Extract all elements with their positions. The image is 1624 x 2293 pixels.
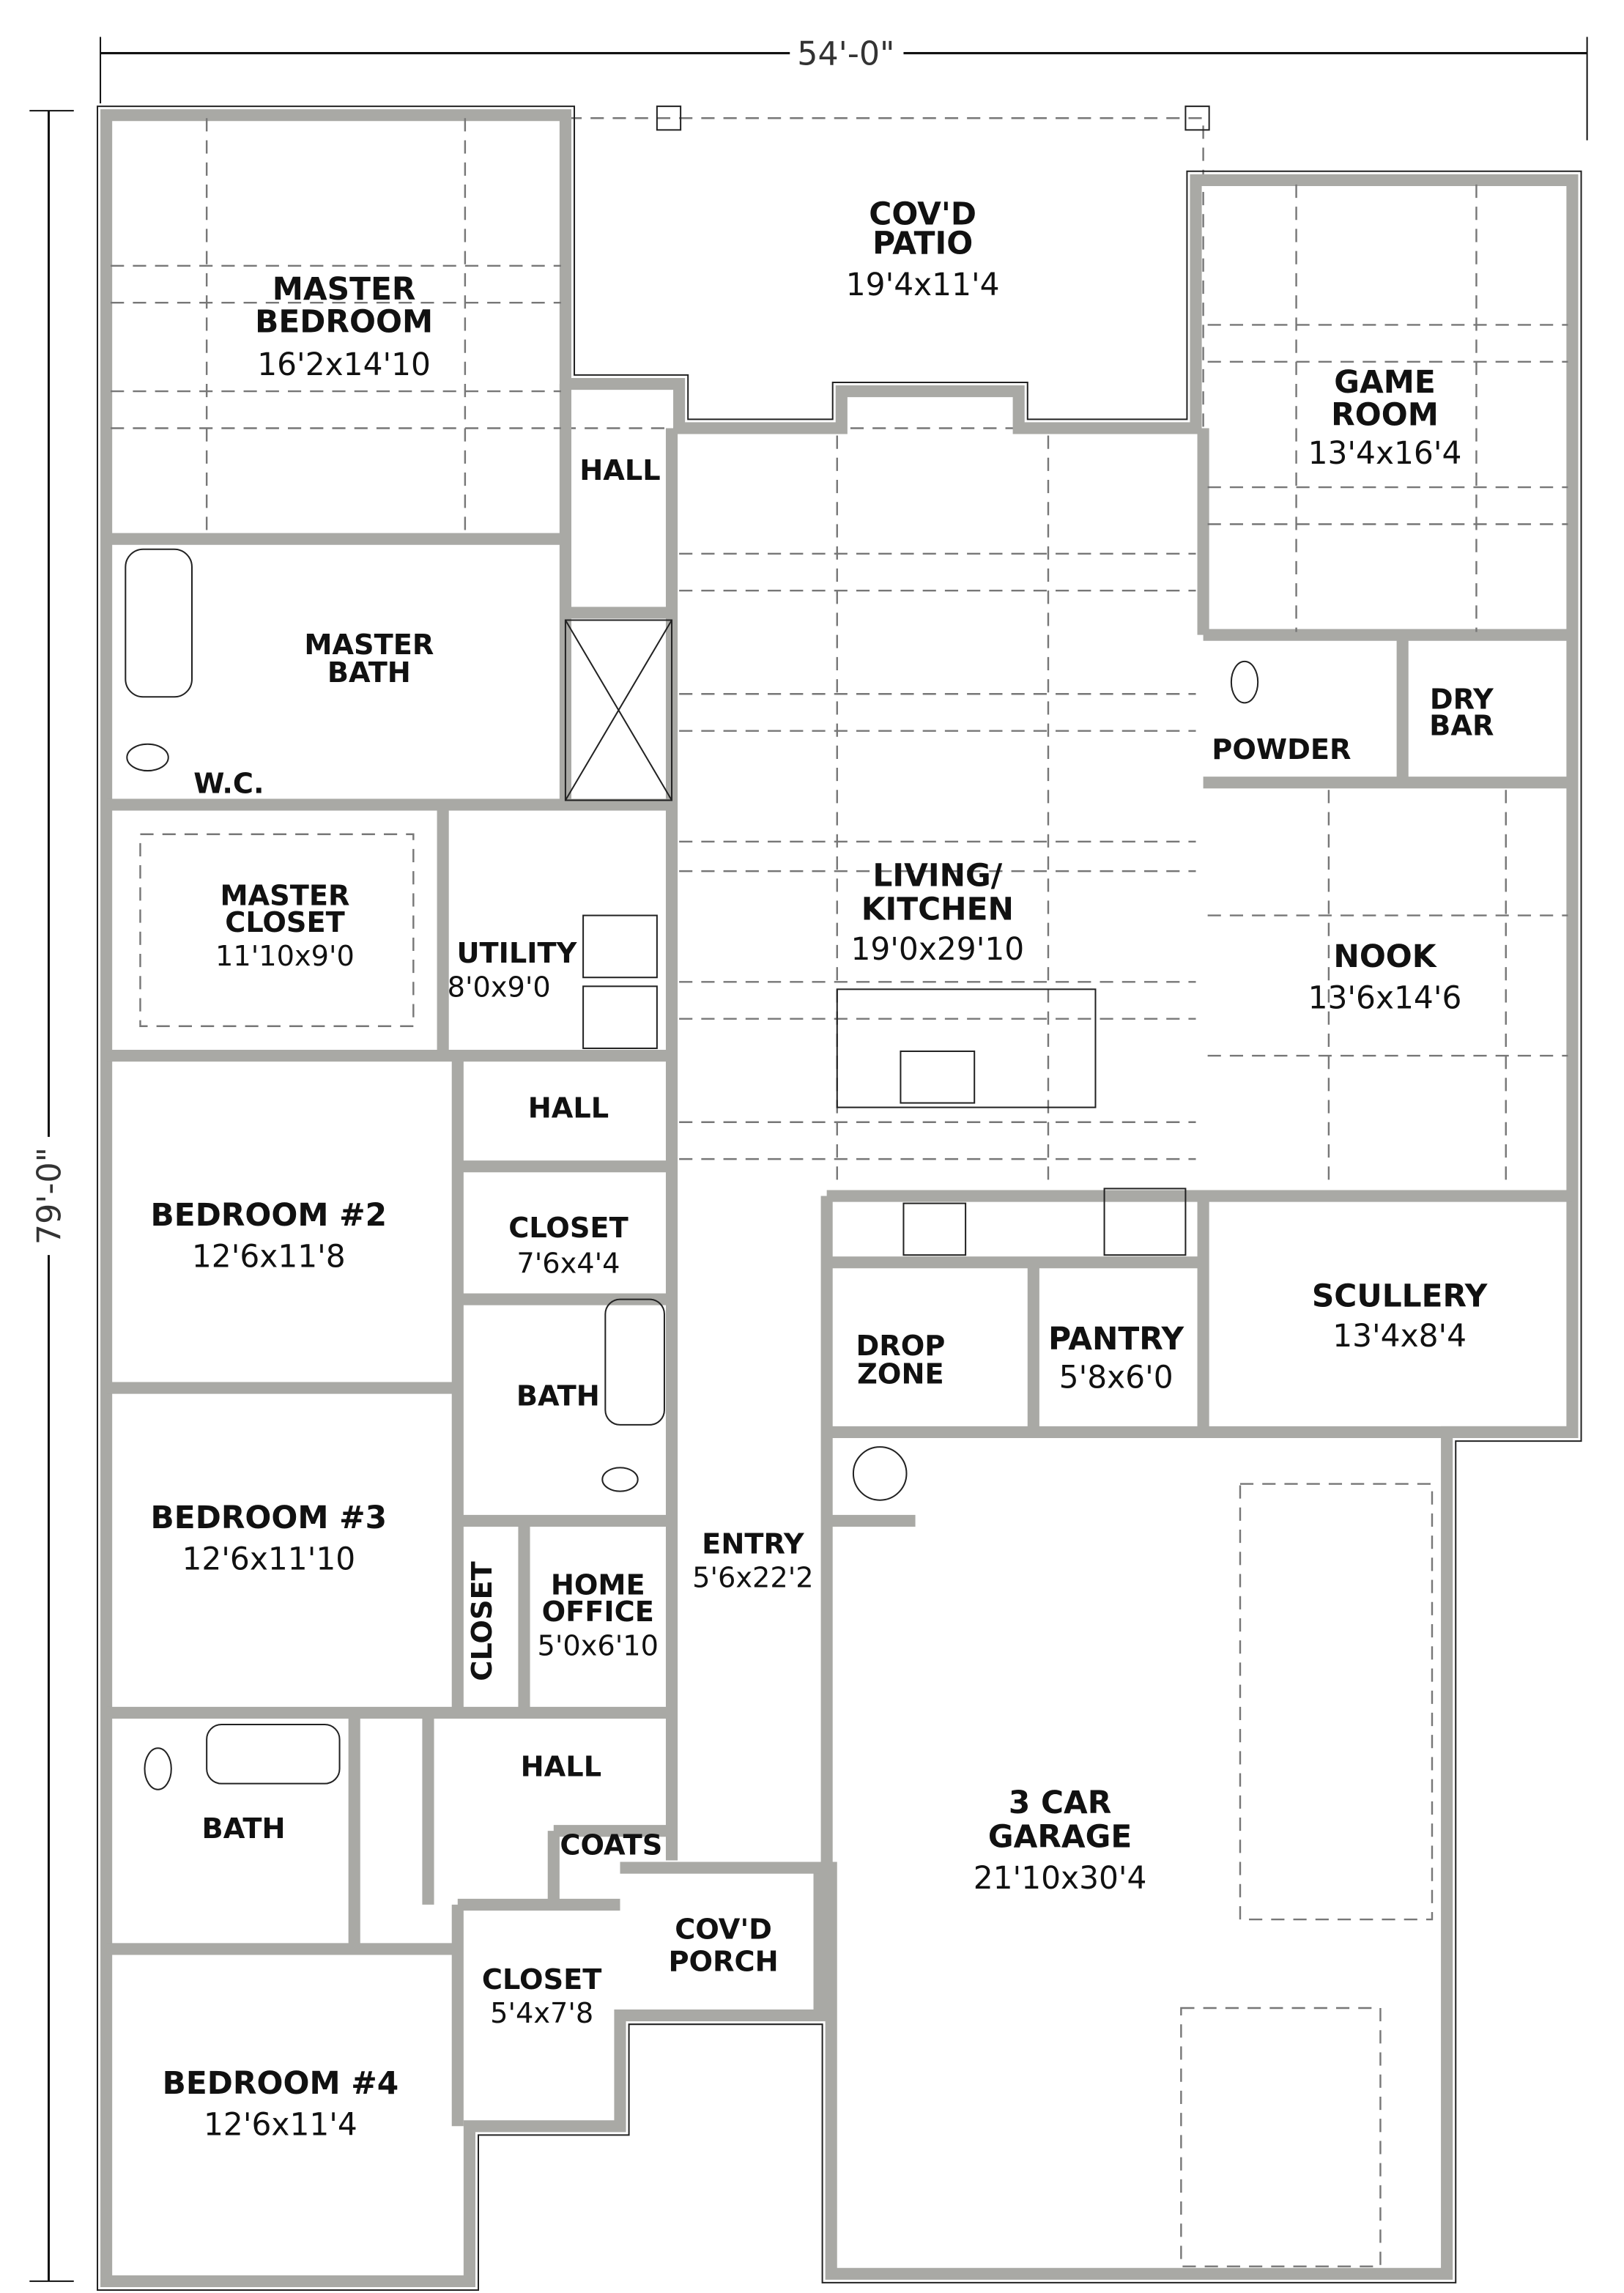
depth-dimension-text: 79'-0" bbox=[31, 1147, 69, 1245]
bedroom2-label: BEDROOM #2 bbox=[151, 1197, 388, 1233]
bathtub-icon bbox=[206, 1724, 341, 1785]
entry-size: 5'6x22'2 bbox=[692, 1562, 813, 1595]
utility-label: UTILITY bbox=[456, 937, 577, 970]
garage-label: GARAGE bbox=[988, 1818, 1132, 1854]
width-dimension-text: 54'-0" bbox=[797, 36, 894, 73]
fixtures bbox=[125, 548, 1259, 1790]
game-room-size: 13'4x16'4 bbox=[1308, 435, 1462, 471]
dry-bar-label: DRY bbox=[1430, 683, 1494, 716]
patio-size: 19'4x11'4 bbox=[846, 267, 1000, 303]
pantry-size: 5'8x6'0 bbox=[1059, 1360, 1173, 1396]
master-bedroom-label: MASTER bbox=[272, 271, 416, 307]
dryer-icon bbox=[582, 985, 658, 1049]
interior-walls bbox=[106, 384, 1573, 2127]
scullery-size: 13'4x8'4 bbox=[1332, 1318, 1467, 1354]
toilet-icon bbox=[1230, 660, 1259, 704]
porch-label: COV'D bbox=[675, 1913, 772, 1946]
coats-label: COATS bbox=[560, 1829, 662, 1862]
closet-size: 5'4x7'8 bbox=[490, 1997, 593, 2030]
nook-size: 13'6x14'6 bbox=[1308, 980, 1462, 1016]
living-kitchen-label: KITCHEN bbox=[861, 892, 1014, 927]
sink-icon bbox=[900, 1050, 976, 1104]
exterior-wall-outline bbox=[97, 105, 1582, 2291]
utility-size: 8'0x9'0 bbox=[448, 971, 551, 1004]
cooktop-icon bbox=[902, 1202, 967, 1256]
game-room-label: ROOM bbox=[1331, 396, 1439, 432]
game-room-label: GAME bbox=[1334, 364, 1436, 400]
bedroom2-size: 12'6x11'8 bbox=[192, 1238, 346, 1274]
home-office-label: OFFICE bbox=[542, 1596, 654, 1629]
hall-label: HALL bbox=[579, 454, 660, 487]
garage-size: 21'10x30'4 bbox=[974, 1860, 1147, 1896]
master-closet-label: MASTER bbox=[220, 879, 349, 912]
entry-label: ENTRY bbox=[702, 1527, 805, 1560]
bedroom4-label: BEDROOM #4 bbox=[163, 2065, 399, 2101]
kitchen-island bbox=[836, 988, 1097, 1108]
hall-label: HALL bbox=[528, 1092, 609, 1125]
water-heater-icon bbox=[852, 1446, 908, 1501]
master-bedroom-size: 16'2x14'10 bbox=[257, 347, 431, 382]
width-dimension: 54'-0" bbox=[100, 36, 1588, 141]
patio-label: COV'D bbox=[869, 196, 976, 231]
living-kitchen-label: LIVING/ bbox=[872, 857, 1002, 893]
bedroom3-label: BEDROOM #3 bbox=[151, 1500, 388, 1536]
bedroom4-size: 12'6x11'4 bbox=[204, 2106, 357, 2142]
depth-dimension: 79'-0" bbox=[29, 110, 74, 2282]
bath-label: BATH bbox=[202, 1812, 286, 1845]
closet-size: 7'6x4'4 bbox=[516, 1247, 620, 1280]
master-closet-size: 11'10x9'0 bbox=[215, 940, 355, 973]
ceiling-lines bbox=[111, 118, 1568, 2267]
pantry-label: PANTRY bbox=[1048, 1321, 1184, 1357]
master-bedroom-label: BEDROOM bbox=[255, 303, 433, 339]
closet-label: CLOSET bbox=[466, 1561, 499, 1681]
powder-label: POWDER bbox=[1212, 733, 1351, 766]
refrigerator-icon bbox=[1103, 1188, 1187, 1256]
dry-bar-label: BAR bbox=[1429, 710, 1494, 743]
home-office-label: HOME bbox=[551, 1569, 645, 1602]
washer-icon bbox=[582, 914, 658, 979]
closet-label: CLOSET bbox=[508, 1212, 629, 1245]
toilet-icon bbox=[144, 1747, 172, 1790]
patio-post bbox=[1184, 105, 1210, 131]
bath-label: BATH bbox=[516, 1380, 600, 1413]
drop-zone-label: ZONE bbox=[857, 1357, 944, 1390]
scullery-label: SCULLERY bbox=[1312, 1278, 1488, 1314]
patio-label: PATIO bbox=[872, 226, 973, 262]
nook-label: NOOK bbox=[1333, 938, 1437, 974]
toilet-icon bbox=[601, 1467, 639, 1492]
master-bath-label: BATH bbox=[327, 656, 411, 689]
bedroom3-size: 12'6x11'10 bbox=[182, 1541, 355, 1577]
toilet-icon bbox=[126, 743, 169, 772]
drop-zone-label: DROP bbox=[856, 1330, 945, 1363]
room-labels: MASTER BEDROOM 16'2x14'10 COV'D PATIO 19… bbox=[151, 196, 1494, 2142]
bathtub-icon bbox=[604, 1298, 665, 1426]
shower-icon bbox=[564, 619, 673, 801]
porch-label: PORCH bbox=[668, 1946, 778, 1979]
home-office-size: 5'0x6'10 bbox=[538, 1629, 659, 1662]
master-closet-label: CLOSET bbox=[225, 906, 344, 939]
garage-label: 3 CAR bbox=[1009, 1785, 1112, 1820]
wc-label: W.C. bbox=[193, 767, 264, 800]
closet-label: CLOSET bbox=[482, 1963, 602, 1996]
patio-post bbox=[656, 105, 682, 131]
living-kitchen-size: 19'0x29'10 bbox=[850, 931, 1024, 967]
master-bath-label: MASTER bbox=[304, 629, 434, 662]
hall-label: HALL bbox=[521, 1751, 601, 1784]
bathtub-icon bbox=[125, 548, 193, 698]
